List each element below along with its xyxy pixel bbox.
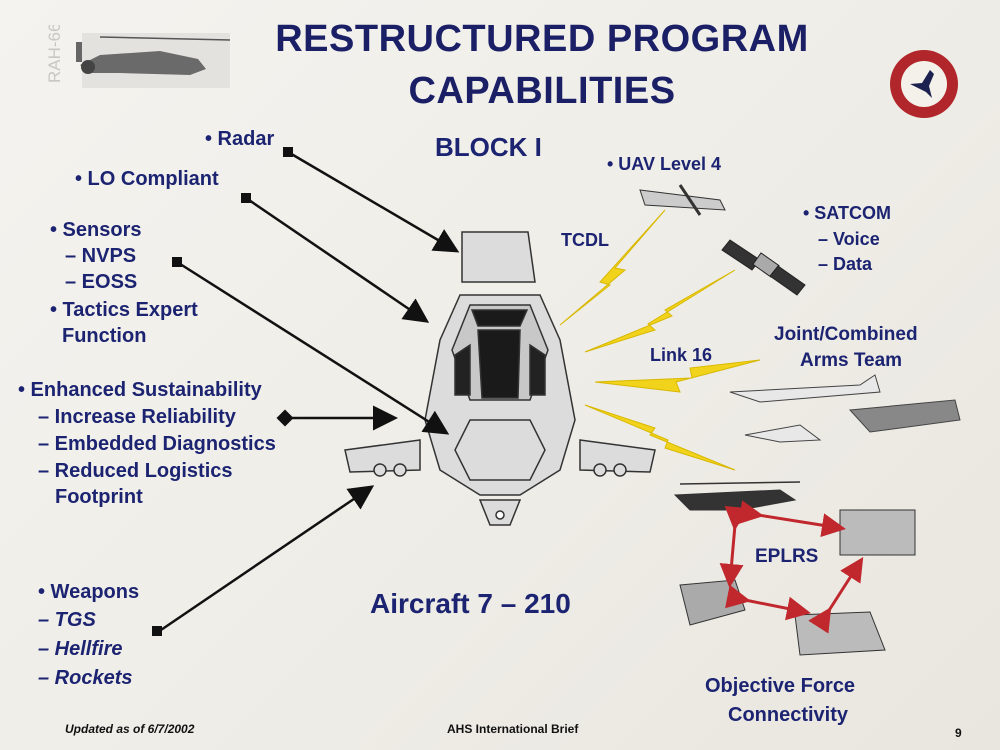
hellfire-label: – Hellfire <box>38 638 123 660</box>
satellite-image <box>721 239 806 296</box>
footer-brief: AHS International Brief <box>447 722 579 736</box>
radar-label: • Radar <box>205 128 275 150</box>
lo-compliant-label: • LO Compliant <box>75 168 219 190</box>
sensors-label: • Sensors <box>50 219 142 241</box>
aircraft-range-label: Aircraft 7 – 210 <box>370 588 571 619</box>
satcom-label: • SATCOM <box>803 203 891 223</box>
eplrs-arrows <box>719 500 864 634</box>
weapons-label: • Weapons <box>38 581 140 603</box>
eplrs-label: EPLRS <box>755 546 819 567</box>
reliability-label: – Increase Reliability <box>38 406 236 428</box>
joint-label: Joint/Combined <box>774 324 918 345</box>
tgs-label: – TGS <box>38 609 96 631</box>
tactics-label: • Tactics Expert <box>50 299 198 321</box>
title-line-2: CAPABILITIES <box>408 70 676 112</box>
aircraft-images <box>729 374 961 443</box>
eoss-label: – EOSS <box>65 271 138 293</box>
diagnostics-label: – Embedded Diagnostics <box>38 433 276 455</box>
footprint-label: Footprint <box>55 486 143 508</box>
uav-label: • UAV Level 4 <box>607 154 722 174</box>
voice-label: – Voice <box>818 229 880 249</box>
ahs-logo <box>882 48 966 120</box>
ground-units <box>673 481 916 656</box>
link16-label: Link 16 <box>650 345 713 365</box>
page-number: 9 <box>955 726 962 740</box>
uav-image <box>639 184 726 216</box>
lightning-bolts <box>559 209 761 471</box>
sustainability-label: • Enhanced Sustainability <box>18 379 262 401</box>
block-label: BLOCK I <box>435 132 542 162</box>
thumbnail-label: RAH-66 <box>45 25 64 83</box>
aircraft-diagram <box>344 231 656 526</box>
tcdl-label: TCDL <box>561 230 609 250</box>
connectivity-label: Connectivity <box>728 704 849 726</box>
logistics-label: – Reduced Logistics <box>38 460 233 482</box>
updated-date: Updated as of 6/7/2002 <box>65 722 195 736</box>
arms-team-label: Arms Team <box>800 350 903 371</box>
data-label: – Data <box>818 254 873 274</box>
tactics-label-2: Function <box>62 325 147 347</box>
nvps-label: – NVPS <box>65 245 137 267</box>
objective-force-label: Objective Force <box>705 675 856 697</box>
title-line-1: RESTRUCTURED PROGRAM <box>275 18 809 60</box>
rockets-label: – Rockets <box>38 667 133 689</box>
